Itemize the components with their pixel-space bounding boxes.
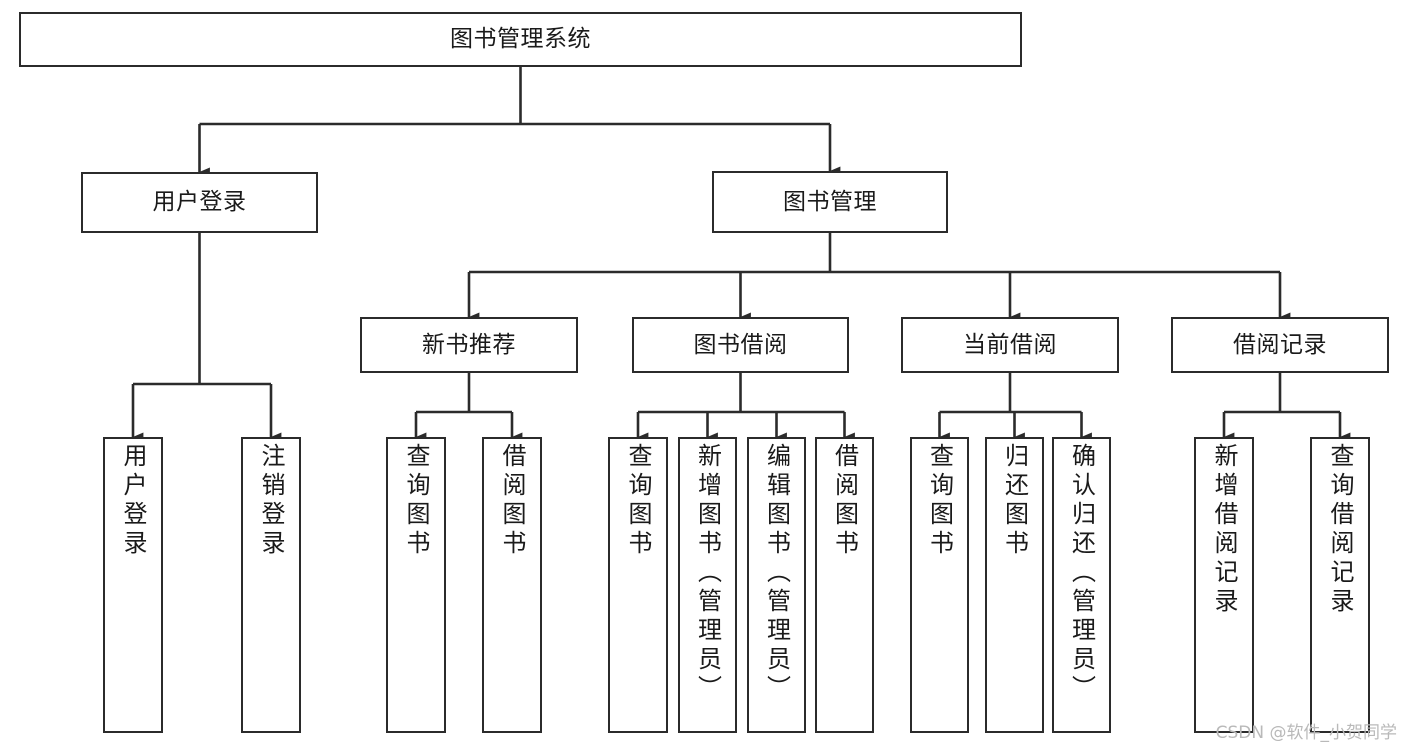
node-label-borrow-record: 借阅记录: [1233, 331, 1327, 358]
node-leaf-borrow-book-1[interactable]: 借阅图书: [482, 437, 542, 733]
node-leaf-query-book-1[interactable]: 查询图书: [386, 437, 446, 733]
node-label-leaf-query-book-1: 查询图书: [402, 443, 430, 559]
node-label-leaf-user-login: 用户登录: [119, 443, 147, 559]
node-label-leaf-confirm-return: 确认归还（管理员）: [1067, 443, 1096, 704]
node-label-leaf-query-book-3: 查询图书: [925, 443, 954, 559]
node-label-leaf-user-logout: 注销登录: [257, 443, 285, 559]
node-label-leaf-borrow-book-1: 借阅图书: [498, 443, 526, 559]
node-label-leaf-edit-book: 编辑图书（管理员）: [762, 443, 791, 704]
node-root[interactable]: 图书管理系统: [19, 12, 1022, 67]
node-leaf-confirm-return[interactable]: 确认归还（管理员）: [1052, 437, 1111, 733]
node-leaf-query-book-2[interactable]: 查询图书: [608, 437, 668, 733]
node-leaf-user-logout[interactable]: 注销登录: [241, 437, 301, 733]
connector-group: [131, 67, 1351, 442]
node-label-leaf-add-record: 新增借阅记录: [1210, 443, 1238, 617]
node-leaf-query-book-3[interactable]: 查询图书: [910, 437, 969, 733]
node-leaf-query-record[interactable]: 查询借阅记录: [1310, 437, 1370, 733]
node-current-borrow[interactable]: 当前借阅: [901, 317, 1119, 373]
node-label-leaf-return-book: 归还图书: [1000, 443, 1029, 559]
node-book-management[interactable]: 图书管理: [712, 171, 948, 233]
node-leaf-return-book[interactable]: 归还图书: [985, 437, 1044, 733]
node-new-book-recommend[interactable]: 新书推荐: [360, 317, 578, 373]
node-label-leaf-query-record: 查询借阅记录: [1326, 443, 1354, 617]
node-label-leaf-add-book: 新增图书（管理员）: [693, 443, 722, 704]
node-leaf-borrow-book-2[interactable]: 借阅图书: [815, 437, 874, 733]
node-label-current-borrow: 当前借阅: [963, 331, 1057, 358]
node-label-root: 图书管理系统: [450, 26, 591, 53]
node-label-book-management: 图书管理: [783, 188, 877, 215]
node-leaf-user-login[interactable]: 用户登录: [103, 437, 163, 733]
node-borrow-record[interactable]: 借阅记录: [1171, 317, 1389, 373]
node-label-new-book-recommend: 新书推荐: [422, 331, 516, 358]
node-label-user-login: 用户登录: [152, 189, 247, 216]
node-leaf-add-record[interactable]: 新增借阅记录: [1194, 437, 1254, 733]
node-leaf-edit-book[interactable]: 编辑图书（管理员）: [747, 437, 806, 733]
node-label-leaf-borrow-book-2: 借阅图书: [830, 443, 859, 559]
node-user-login[interactable]: 用户登录: [81, 172, 318, 233]
node-label-book-borrow: 图书借阅: [693, 331, 788, 358]
node-book-borrow[interactable]: 图书借阅: [632, 317, 849, 373]
node-leaf-add-book[interactable]: 新增图书（管理员）: [678, 437, 737, 733]
node-label-leaf-query-book-2: 查询图书: [624, 443, 652, 559]
